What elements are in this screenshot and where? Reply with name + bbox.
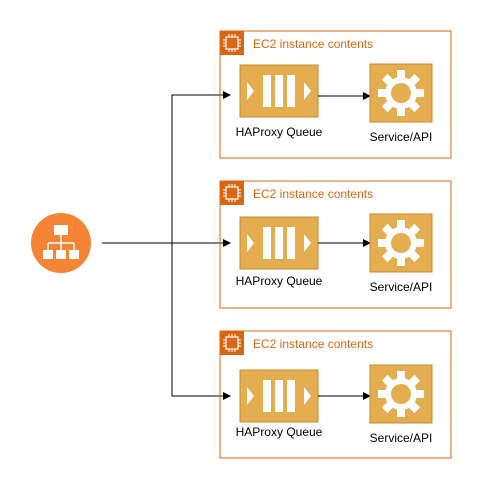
connector-to-queue-1: [171, 91, 231, 243]
group-border: [219, 330, 452, 459]
gear-icon[interactable]: [369, 364, 433, 424]
queue-label: HAProxy Queue: [236, 274, 323, 288]
queue-label: HAProxy Queue: [236, 125, 323, 139]
queue-icon[interactable]: [239, 64, 319, 118]
service-label: Service/API: [370, 431, 433, 445]
group-title: EC2 instance contents: [253, 187, 373, 201]
ec2-instance-group-3: EC2 instance contents HAProxy Queue: [219, 330, 452, 459]
group-border: [219, 180, 452, 309]
queue-icon[interactable]: [239, 369, 319, 423]
connector-to-queue-3: [171, 243, 231, 400]
ec2-chip-icon: [220, 331, 244, 355]
service-label: Service/API: [370, 130, 433, 144]
load-balancer-icon[interactable]: [31, 213, 91, 273]
queue-icon[interactable]: [239, 216, 319, 270]
ec2-chip-icon: [220, 181, 244, 205]
ec2-chip-icon: [220, 31, 244, 55]
service-label: Service/API: [370, 280, 433, 294]
group-title: EC2 instance contents: [253, 337, 373, 351]
gear-icon[interactable]: [369, 213, 433, 273]
ec2-instance-group-1: EC2 instance contents HAProxy Queue: [219, 30, 452, 159]
group-border: [219, 30, 452, 159]
group-title: EC2 instance contents: [253, 37, 373, 51]
load-balancer-connectors: [102, 91, 231, 400]
gear-icon[interactable]: [369, 63, 433, 123]
queue-label: HAProxy Queue: [236, 425, 323, 439]
ec2-instance-group-2: EC2 instance contents HAProxy Queue: [219, 180, 452, 309]
